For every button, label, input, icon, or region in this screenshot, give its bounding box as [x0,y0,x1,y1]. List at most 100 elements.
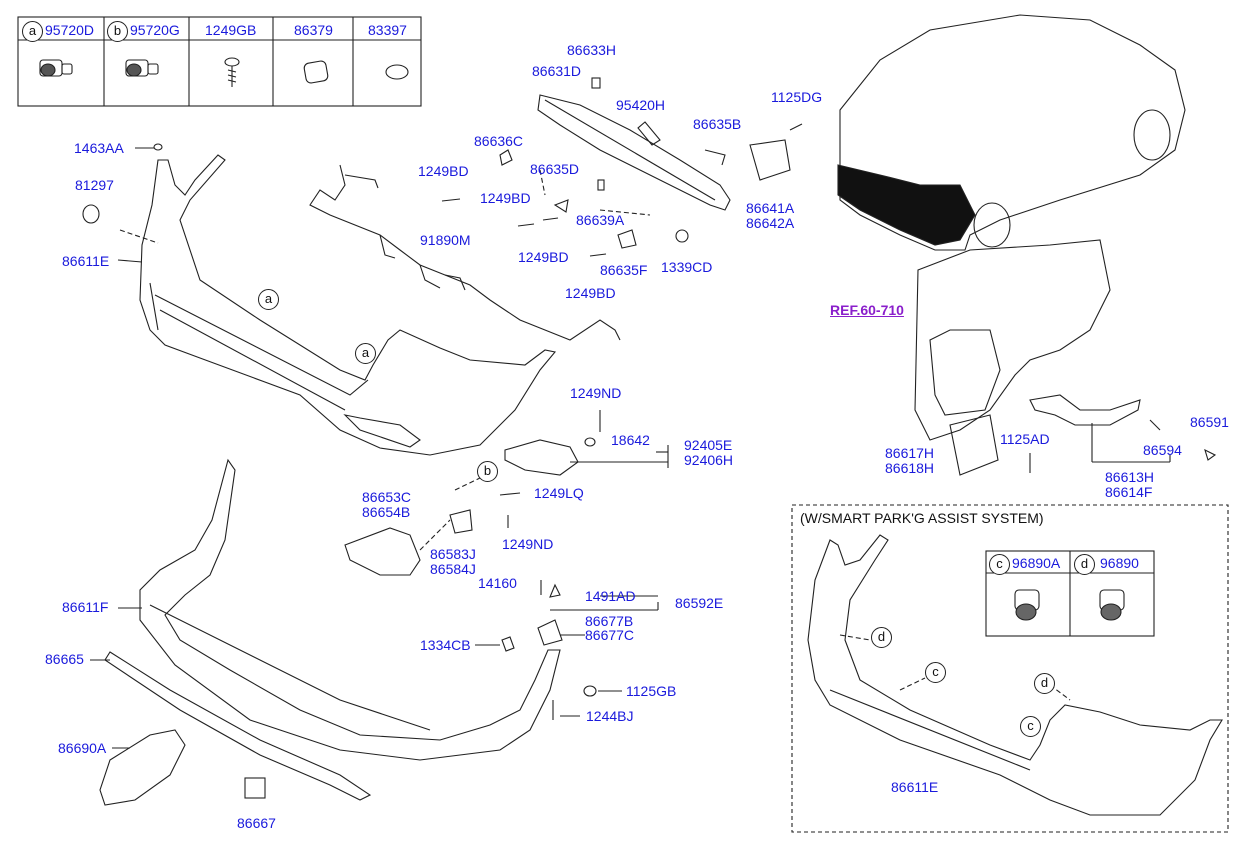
part-label: 86653C [362,489,412,505]
bracket-86635F [617,229,637,249]
callout-d: d [1034,673,1055,694]
part-label: 92406H [684,452,734,468]
part-label: 1339CD [661,259,713,275]
callout-circle-a: a [22,21,43,42]
legend-part-a: 95720D [45,22,95,38]
clip-86667 [244,777,266,799]
bracket-95420H [637,121,661,146]
callout-c: c [925,662,946,683]
part-label: 86611E [891,779,939,795]
cap-81297 [82,204,100,224]
part-label: 86594 [1143,442,1182,458]
part-label: 86591 [1190,414,1229,430]
bumper-beam [537,94,731,211]
part-label: 1491AD [585,588,636,604]
bracket-86635D [553,199,569,213]
part-label: 86677C [585,627,635,643]
lower-bumper-cover [139,458,561,761]
part-label: 95420H [616,97,666,113]
sensor-part-d: 96890 [1100,555,1139,571]
part-label: 86639A [576,212,625,228]
part-label: 1249BD [565,285,616,301]
part-label: 1249BD [418,163,469,179]
callout-c: c [1020,716,1041,737]
bracket-86641A [749,139,791,181]
inset-title: (W/SMART PARK'G ASSIST SYSTEM) [800,510,1044,526]
wiring-harness [309,164,621,341]
callout-b: b [477,461,498,482]
grommet-1339CD [675,229,689,243]
part-label: 86617H [885,445,935,461]
part-label: 1244BJ [586,708,634,724]
part-label: 1125GB [626,683,677,699]
bracket-86636C [499,149,513,166]
part-label: 86641A [746,200,795,216]
part-label: 86611E [62,253,110,269]
part-label: 86667 [237,815,276,831]
part-label: 86592E [675,595,724,611]
rear-fog-lamp [344,527,421,576]
sensor-part-c: 96890A [1012,555,1061,571]
callout-d: d [871,627,892,648]
legend-table-frame [17,16,422,107]
bracket-86639A [597,179,605,191]
part-label: 86642A [746,215,795,231]
part-label: 1249ND [570,385,622,401]
legend-part-clip: 86379 [294,22,333,38]
part-label: 86584J [430,561,476,577]
part-label: 86611F [62,599,109,615]
clip-icon [303,60,329,84]
part-label: 1125DG [771,89,823,105]
bracket-86633H [591,77,601,89]
vehicle-outline [839,14,1186,251]
sensor-b-icon [125,59,159,77]
part-label: 91890M [420,232,471,248]
callout-a: a [355,343,376,364]
callout-circle-b: b [107,21,128,42]
part-label: 1249ND [502,536,554,552]
part-label: 1249LQ [534,485,584,501]
part-label: 86613H [1105,469,1155,485]
reflector-lamp [504,439,579,476]
part-label: 86631D [532,63,582,79]
part-label: 86677B [585,613,634,629]
sensor-a-icon [39,59,73,77]
part-label: 86690A [58,740,107,756]
rail-86613H [1029,394,1141,426]
part-label: 1463AA [74,140,124,156]
legend-part-screw: 1249GB [205,22,257,38]
plug-icon [385,64,409,80]
part-label: 1334CB [420,637,471,653]
sensor-d-icon [1099,589,1125,621]
part-label: 86635B [693,116,742,132]
part-label: 92405E [684,437,733,453]
legend-part-b: 95720G [130,22,180,38]
legend-part-plug: 83397 [368,22,407,38]
sensor-c-icon [1014,589,1040,621]
quarter-panel [914,239,1111,441]
bracket-86690A [99,729,186,806]
part-label: 86633H [567,42,617,58]
inset-frame [791,504,1229,833]
part-label: 1249BD [480,190,531,206]
part-label: 1125AD [1000,431,1050,447]
screw-icon [224,57,240,87]
part-label: 86635F [600,262,648,278]
side-bracket-86617H [949,414,999,476]
lower-valance [104,651,372,801]
part-label: 86665 [45,651,84,667]
callout-circle-d: d [1074,554,1095,575]
part-label: 81297 [75,177,114,193]
part-label: 86614F [1105,484,1153,500]
part-label: 86618H [885,460,935,476]
part-label: 86635D [530,161,580,177]
callout-a: a [258,289,279,310]
upper-bumper-cover [139,154,557,456]
part-label: 86654B [362,504,411,520]
part-label: 1249BD [518,249,569,265]
reference-link[interactable]: REF.60-710 [830,302,904,318]
part-label: 14160 [478,575,517,591]
part-label: 86583J [430,546,476,562]
